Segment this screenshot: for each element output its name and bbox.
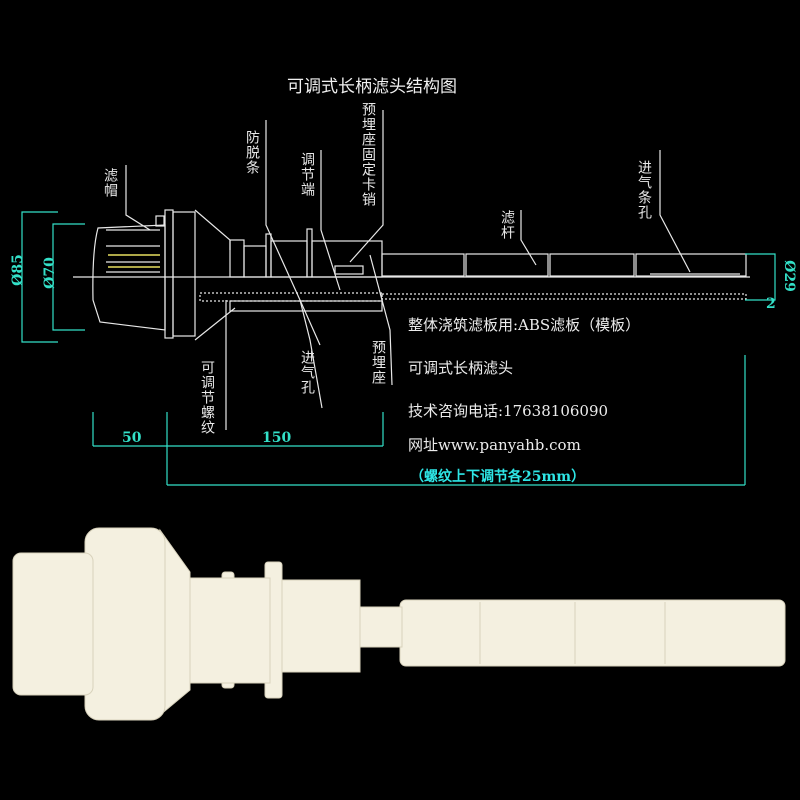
note-plate: 整体浇筑滤板用:ABS滤板（模板） — [408, 316, 641, 334]
label-embed-seat-pin: 预埋座固定卡销 — [360, 102, 376, 207]
cap-slots — [108, 254, 160, 268]
label-adjust-end: 调节端 — [299, 152, 315, 197]
dim-len50: 50 — [122, 430, 142, 446]
dim-d70: Ø70 — [41, 257, 58, 289]
nozzle-cross-section — [73, 110, 750, 430]
label-air-slot: 进气条孔 — [636, 160, 652, 220]
label-air-hole: 进气孔 — [299, 350, 315, 395]
note-thread-adjust: （螺纹上下调节各25mm） — [410, 469, 586, 485]
dim-d85: Ø85 — [9, 254, 26, 286]
label-embed-seat: 预埋座 — [370, 340, 386, 385]
cap-outline — [92, 224, 166, 331]
note-phone: 技术咨询电话:17638106090 — [408, 402, 609, 420]
dimension-lines — [21, 211, 776, 486]
note-product: 可调式长柄滤头 — [408, 359, 514, 377]
label-filter-rod: 滤杆 — [499, 210, 515, 240]
diagram-title: 可调式长柄滤头结构图 — [287, 77, 457, 97]
label-filter-cap: 滤帽 — [102, 168, 118, 198]
dim-gap: 2 — [766, 296, 776, 312]
dim-d29: Ø29 — [780, 260, 797, 292]
label-adjust-thread: 可调节螺纹 — [199, 360, 215, 435]
note-website: 网址www.panyahb.com — [408, 436, 581, 454]
product-photo — [12, 527, 786, 721]
label-anti-drop-strip: 防脱条 — [244, 130, 260, 175]
dim-len150: 150 — [262, 430, 292, 446]
